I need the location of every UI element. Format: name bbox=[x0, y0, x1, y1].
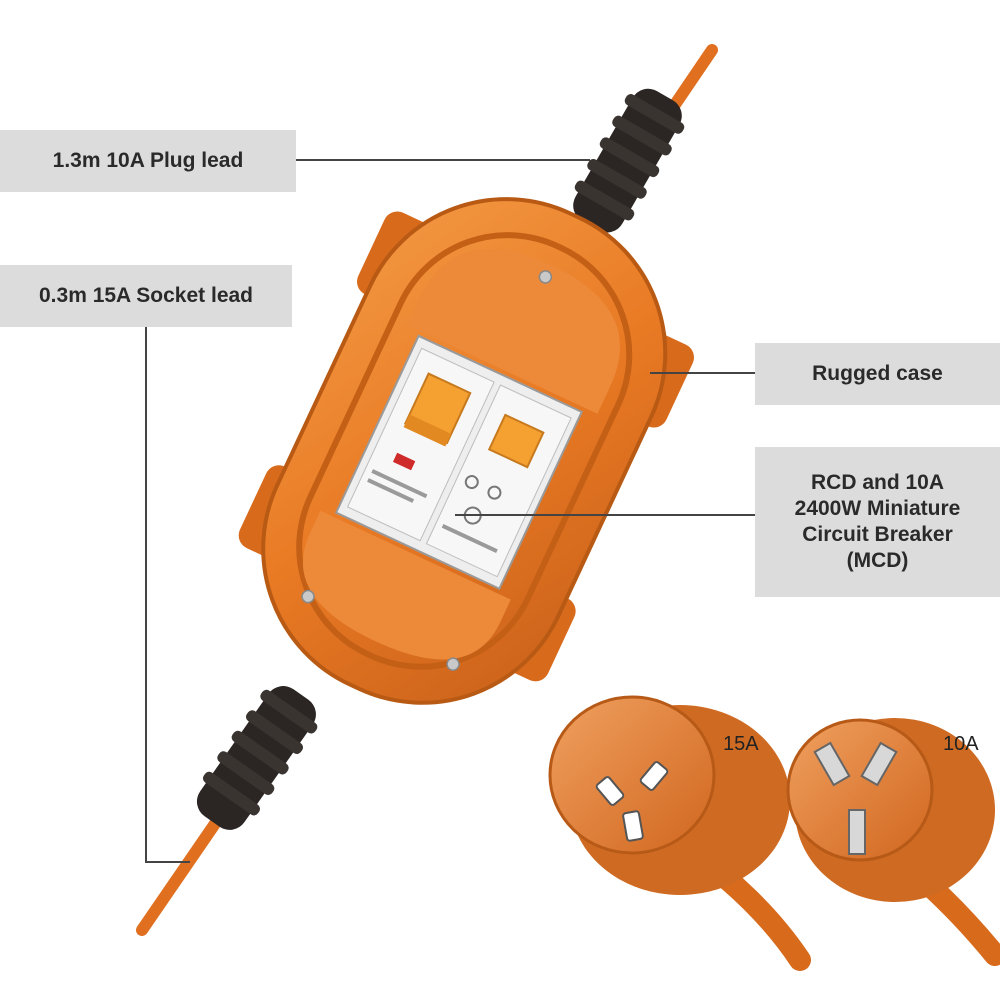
leader-line-socket-lead bbox=[145, 327, 190, 863]
socket-15a-illustration bbox=[548, 695, 811, 971]
plug-lead-strain-relief bbox=[573, 88, 685, 233]
plug-10a-label: 10A bbox=[943, 733, 979, 755]
plug-10a-illustration bbox=[786, 718, 1000, 966]
leader-lines bbox=[145, 159, 755, 863]
callout-socket-lead: 0.3m 15A Socket lead bbox=[0, 265, 292, 327]
callout-plug-lead: 1.3m 10A Plug lead bbox=[0, 130, 296, 192]
callout-rcd-line-3: Circuit Breaker bbox=[802, 523, 953, 546]
callout-rugged-case: Rugged case bbox=[755, 343, 1000, 405]
callout-rcd-line-1: RCD and 10A bbox=[810, 470, 945, 494]
callout-rcd-line-4: (MCD) bbox=[846, 549, 909, 573]
socket-lead-strain-relief bbox=[196, 686, 318, 830]
rugged-case bbox=[238, 197, 694, 705]
callout-rcd-breaker: RCD and 10A 2400W Miniature Circuit Brea… bbox=[755, 447, 1000, 597]
socket-15a-label: 15A bbox=[723, 733, 759, 755]
callout-rcd-line-2: 2400W Miniature bbox=[794, 496, 961, 520]
